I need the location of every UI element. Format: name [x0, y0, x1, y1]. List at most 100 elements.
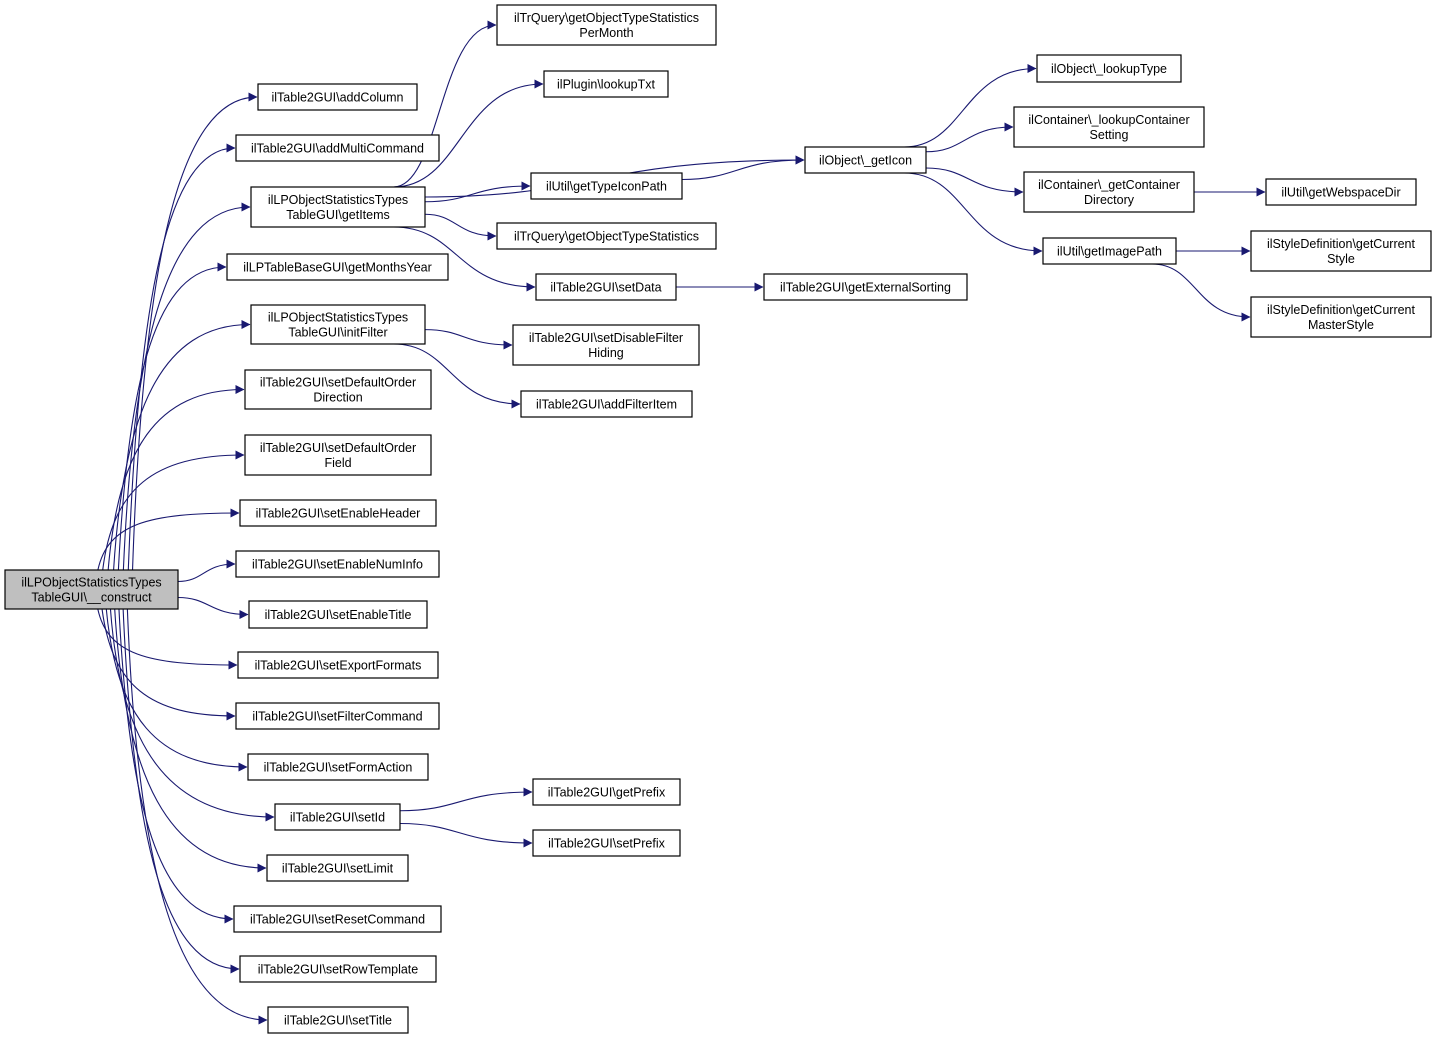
edge-get-icon-to-get-image-path: [904, 172, 1043, 256]
node-add-filter-item[interactable]: ilTable2GUI\addFilterItem: [520, 390, 693, 418]
node-box: [532, 778, 681, 806]
node-box: [239, 499, 437, 527]
node-set-data[interactable]: ilTable2GUI\setData: [535, 273, 677, 301]
edge-construct-to-add-multi-command: [127, 143, 236, 571]
node-set-filter-command[interactable]: ilTable2GUI\setFilterCommand: [235, 702, 440, 730]
node-construct[interactable]: ilLPObjectStatisticsTypesTableGUI\__cons…: [4, 569, 179, 610]
edge-get-items-to-set-data: [393, 226, 536, 292]
node-label: MasterStyle: [1308, 318, 1374, 332]
node-set-enable-title[interactable]: ilTable2GUI\setEnableTitle: [248, 600, 428, 629]
node-label: ilTable2GUI\setDisableFilter: [529, 331, 683, 345]
node-label: TableGUI\__construct: [31, 591, 152, 605]
node-label: ilTable2GUI\getPrefix: [548, 786, 666, 800]
node-box: [1013, 106, 1205, 148]
node-label: ilLPObjectStatisticsTypes: [268, 311, 408, 325]
node-box: [250, 186, 426, 228]
node-add-multi-command[interactable]: ilTable2GUI\addMultiCommand: [235, 134, 440, 162]
node-label: PerMonth: [579, 26, 633, 40]
node-set-limit[interactable]: ilTable2GUI\setLimit: [266, 854, 409, 882]
edge-get-items-to-lookup-txt: [393, 79, 544, 188]
edge-get-icon-to-get-container-directory: [925, 167, 1024, 197]
node-box: [244, 369, 432, 410]
node-box: [237, 651, 439, 679]
node-label: ilTable2GUI\setFilterCommand: [252, 710, 422, 724]
node-box: [247, 753, 429, 781]
node-set-enable-header[interactable]: ilTable2GUI\setEnableHeader: [239, 499, 437, 527]
node-label: ilTable2GUI\setEnableTitle: [265, 608, 412, 622]
node-label: ilTable2GUI\setEnableNumInfo: [252, 558, 423, 572]
node-init-filter[interactable]: ilLPObjectStatisticsTypesTableGUI\initFi…: [250, 304, 426, 345]
node-label: ilTable2GUI\setRowTemplate: [258, 963, 419, 977]
node-label: ilStyleDefinition\getCurrent: [1267, 303, 1416, 317]
edge-construct-to-set-default-order-field: [102, 450, 245, 571]
node-set-export-formats[interactable]: ilTable2GUI\setExportFormats: [237, 651, 439, 679]
node-box: [233, 905, 442, 933]
edge-construct-to-get-items: [122, 202, 251, 571]
node-label: ilTable2GUI\setDefaultOrder: [260, 376, 416, 390]
node-box: [235, 550, 440, 578]
node-label: Hiding: [588, 346, 623, 360]
node-label: ilUtil\getWebspaceDir: [1281, 186, 1400, 200]
node-set-form-action[interactable]: ilTable2GUI\setFormAction: [247, 753, 429, 781]
node-label: ilLPObjectStatisticsTypes: [268, 193, 408, 207]
node-set-row-template[interactable]: ilTable2GUI\setRowTemplate: [239, 955, 437, 983]
node-get-object-type-statistics-per-month[interactable]: ilTrQuery\getObjectTypeStatisticsPerMont…: [496, 4, 717, 46]
edge-construct-to-set-reset-command: [118, 608, 234, 924]
edge-get-image-path-to-get-current-master-style: [1152, 263, 1251, 322]
edge-construct-to-set-enable-header: [97, 508, 240, 571]
edge-construct-to-set-limit: [114, 608, 267, 873]
edge-get-type-icon-path-to-get-icon: [681, 155, 805, 181]
edge-get-icon-to-lookup-container-setting: [925, 122, 1014, 153]
node-add-column[interactable]: ilTable2GUI\addColumn: [257, 83, 418, 111]
edge-construct-to-set-id: [109, 608, 275, 822]
edge-get-icon-to-lookup-type: [904, 64, 1037, 148]
edge-init-filter-to-add-filter-item: [393, 343, 521, 409]
node-box: [1265, 178, 1417, 206]
node-box: [244, 434, 432, 476]
node-set-id[interactable]: ilTable2GUI\setId: [274, 803, 401, 831]
node-box: [266, 854, 409, 882]
node-label: ilTable2GUI\addFilterItem: [536, 398, 677, 412]
edge-set-id-to-set-prefix: [399, 822, 533, 848]
node-box: [1036, 54, 1182, 83]
node-get-months-year[interactable]: ilLPTableBaseGUI\getMonthsYear: [226, 253, 449, 281]
node-box: [267, 1006, 409, 1034]
node-label: Field: [324, 456, 351, 470]
node-label: ilUtil\getImagePath: [1057, 245, 1162, 259]
node-set-title[interactable]: ilTable2GUI\setTitle: [267, 1006, 409, 1034]
node-set-enable-num-info[interactable]: ilTable2GUI\setEnableNumInfo: [235, 550, 440, 578]
node-get-image-path[interactable]: ilUtil\getImagePath: [1042, 237, 1177, 265]
node-label: ilTable2GUI\setDefaultOrder: [260, 441, 416, 455]
node-lookup-txt[interactable]: ilPlugin\lookupTxt: [543, 70, 669, 98]
node-label: Direction: [313, 391, 362, 405]
node-set-reset-command[interactable]: ilTable2GUI\setResetCommand: [233, 905, 442, 933]
node-box: [4, 569, 179, 610]
node-box: [235, 702, 440, 730]
node-label: ilObject\_lookupType: [1051, 62, 1167, 76]
node-lookup-type[interactable]: ilObject\_lookupType: [1036, 54, 1182, 83]
node-box: [257, 83, 418, 111]
node-box: [1250, 230, 1432, 272]
node-get-icon[interactable]: ilObject\_getIcon: [804, 146, 927, 174]
node-label: Directory: [1084, 193, 1135, 207]
edge-get-items-to-get-type-icon-path: [424, 181, 531, 203]
node-label: ilContainer\_lookupContainer: [1028, 113, 1189, 127]
node-get-items[interactable]: ilLPObjectStatisticsTypesTableGUI\getIte…: [250, 186, 426, 228]
node-label: ilTrQuery\getObjectTypeStatistics: [514, 230, 699, 244]
node-get-type-icon-path[interactable]: ilUtil\getTypeIconPath: [530, 172, 683, 200]
node-set-prefix[interactable]: ilTable2GUI\setPrefix: [532, 829, 681, 857]
node-box: [250, 304, 426, 345]
node-get-external-sorting[interactable]: ilTable2GUI\getExternalSorting: [763, 273, 968, 301]
node-get-webspace-dir[interactable]: ilUtil\getWebspaceDir: [1265, 178, 1417, 206]
node-label: ilTable2GUI\setResetCommand: [250, 913, 425, 927]
node-get-prefix[interactable]: ilTable2GUI\getPrefix: [532, 778, 681, 806]
node-get-object-type-statistics[interactable]: ilTrQuery\getObjectTypeStatistics: [496, 222, 717, 250]
node-label: ilTable2GUI\addColumn: [271, 91, 403, 105]
